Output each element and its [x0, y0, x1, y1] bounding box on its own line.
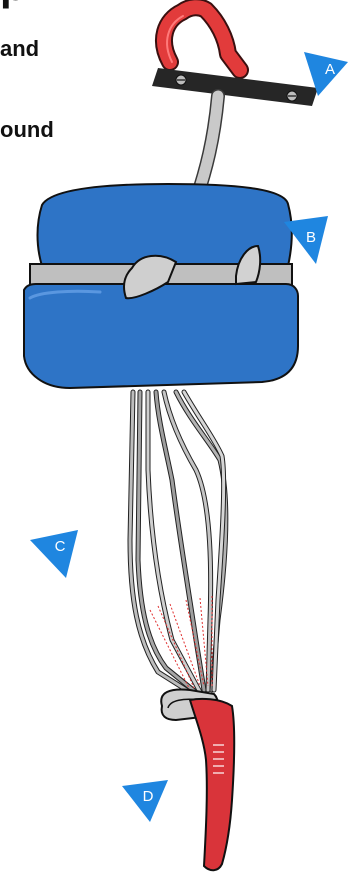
callout-c-label: C [55, 538, 66, 555]
red-strap [190, 699, 234, 870]
callout-d-label: D [143, 788, 154, 805]
callout-c: C [30, 530, 78, 578]
callout-d: D [122, 780, 168, 822]
callout-a-label: A [325, 61, 335, 78]
handle-loop [164, 7, 240, 70]
callout-b-label: B [306, 229, 316, 246]
